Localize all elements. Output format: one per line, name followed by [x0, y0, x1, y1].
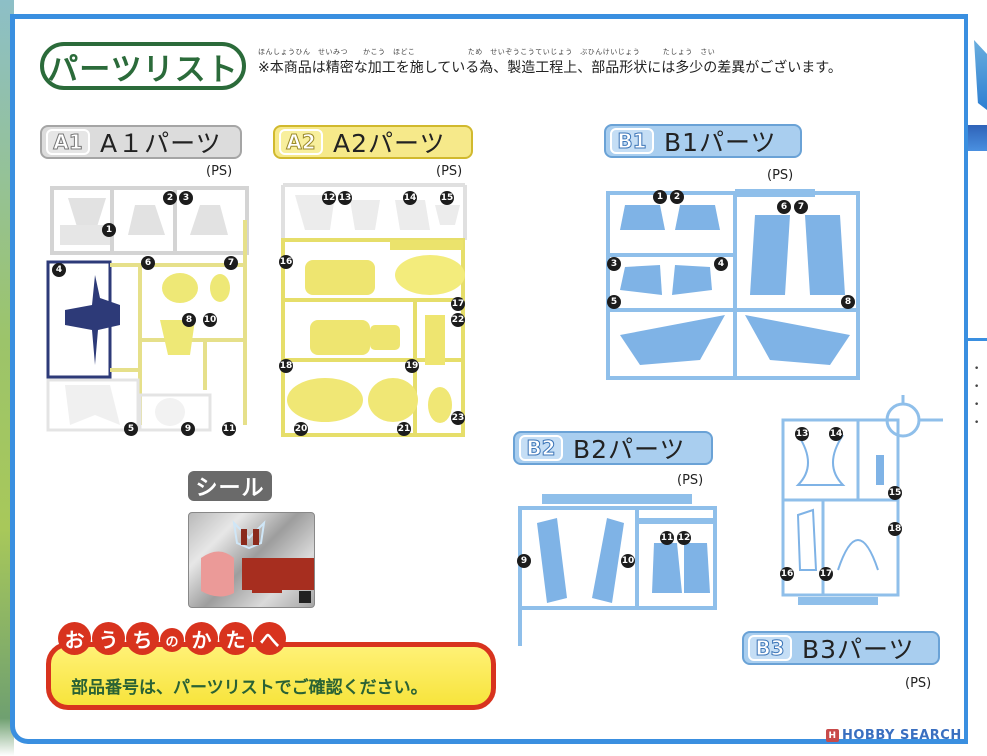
- material-a2: (PS): [436, 164, 463, 179]
- notice-furigana: ほんしょうひん せいみつ かこう ほどこ ため せいぞうこうていじょう ぶひんけ…: [258, 48, 716, 56]
- runner-code-a1: A1: [46, 129, 90, 155]
- decorative-bar: [968, 125, 987, 151]
- part-number-a2-14: 14: [403, 191, 417, 205]
- part-number-a2-15: 15: [440, 191, 454, 205]
- part-number-a2-20: 20: [294, 422, 308, 436]
- part-number-a2-12: 12: [322, 191, 336, 205]
- part-number-a1-6: 6: [141, 256, 155, 270]
- sticker-artwork: [201, 520, 314, 603]
- runner-b3-diagram: [781, 395, 943, 605]
- part-number-a1-9: 9: [181, 422, 195, 436]
- part-number-b1-2: 2: [670, 190, 684, 204]
- runner-code-a2: A2: [279, 129, 323, 155]
- material-b2: (PS): [677, 473, 704, 488]
- divider: [968, 338, 987, 341]
- part-number-a1-8: 8: [182, 313, 196, 327]
- precision-notice: ほんしょうひん せいみつ かこう ほどこ ため せいぞうこうていじょう ぶひんけ…: [258, 47, 908, 77]
- part-number-a1-3: 3: [179, 191, 193, 205]
- part-number-a2-19: 19: [405, 359, 419, 373]
- part-number-a1-5: 5: [124, 422, 138, 436]
- part-number-b3-14: 14: [829, 427, 843, 441]
- heading-char: た: [219, 622, 252, 655]
- runner-label-b3: B3 B3パーツ: [742, 631, 940, 665]
- part-number-a1-11: 11: [222, 422, 236, 436]
- runner-code-b1: B1: [610, 128, 654, 154]
- runner-a1-diagram: [46, 186, 249, 432]
- heading-char: お: [58, 622, 91, 655]
- parents-notice-heading: お う ち の か た へ: [58, 622, 286, 655]
- runner-b1-diagram: [606, 189, 860, 380]
- sticker-sheet-image: [188, 512, 315, 608]
- sticker-label: シール: [188, 471, 272, 501]
- part-number-b3-17: 17: [819, 567, 833, 581]
- runner-name-a2: A2パーツ: [333, 129, 446, 158]
- part-number-b3-16: 16: [780, 567, 794, 581]
- part-number-a1-4: 4: [52, 263, 66, 277]
- part-number-b3-13: 13: [795, 427, 809, 441]
- part-number-a2-17: 17: [451, 297, 465, 311]
- runner-label-b2: B2 B2パーツ: [513, 431, 713, 465]
- heading-char: ち: [126, 622, 159, 655]
- material-a1: (PS): [206, 164, 233, 179]
- part-number-b2-12: 12: [677, 531, 691, 545]
- hobby-search-logo-icon: H: [826, 729, 839, 742]
- decorative-shape: [974, 40, 987, 110]
- right-adjacent-page: ••••: [968, 0, 987, 756]
- heading-char: か: [185, 622, 218, 655]
- runner-label-a2: A2 A2パーツ: [273, 125, 473, 159]
- runner-code-b2: B2: [519, 435, 563, 461]
- runner-name-a1: A１パーツ: [100, 129, 222, 158]
- heading-char: の: [160, 628, 184, 652]
- heading-char: う: [92, 622, 125, 655]
- runner-name-b2: B2パーツ: [573, 435, 686, 464]
- runner-b2-diagram: [518, 494, 717, 646]
- part-number-a2-22: 22: [451, 313, 465, 327]
- part-number-b3-15: 15: [888, 486, 902, 500]
- part-number-a1-1: 1: [102, 223, 116, 237]
- part-number-a2-18: 18: [279, 359, 293, 373]
- runner-name-b3: B3パーツ: [802, 635, 915, 664]
- part-number-b2-10: 10: [621, 554, 635, 568]
- part-number-a2-13: 13: [338, 191, 352, 205]
- part-number-b1-3: 3: [607, 257, 621, 271]
- part-number-b1-7: 7: [794, 200, 808, 214]
- part-number-b2-11: 11: [660, 531, 674, 545]
- part-number-a1-10: 10: [203, 313, 217, 327]
- notice-text: ※本商品は精密な加工を施している為、製造工程上、部品形状には多少の差異がございま…: [258, 60, 842, 76]
- part-number-a1-7: 7: [224, 256, 238, 270]
- part-number-a2-21: 21: [397, 422, 411, 436]
- runner-name-b1: B1パーツ: [664, 128, 777, 157]
- material-b3: (PS): [905, 676, 932, 691]
- part-number-a2-16: 16: [279, 255, 293, 269]
- heading-char: へ: [253, 622, 286, 655]
- part-number-b1-6: 6: [777, 200, 791, 214]
- page-title: パーツリスト: [40, 42, 246, 90]
- runner-label-a1: A1 A１パーツ: [40, 125, 242, 159]
- part-number-b1-8: 8: [841, 295, 855, 309]
- part-number-b1-1: 1: [653, 190, 667, 204]
- part-number-a1-2: 2: [163, 191, 177, 205]
- watermark: H HOBBY SEARCH: [826, 728, 962, 743]
- bullet-marks: ••••: [974, 364, 980, 428]
- material-b1: (PS): [767, 168, 794, 183]
- part-number-a2-23: 23: [451, 411, 465, 425]
- part-number-b2-9: 9: [517, 554, 531, 568]
- runner-a2-diagram: [281, 183, 467, 437]
- parents-notice-message: 部品番号は、パーツリストでご確認ください。: [71, 678, 428, 698]
- watermark-text: HOBBY SEARCH: [842, 728, 962, 743]
- runner-label-b1: B1 B1パーツ: [604, 124, 802, 158]
- part-number-b1-4: 4: [714, 257, 728, 271]
- part-number-b3-18: 18: [888, 522, 902, 536]
- part-number-b1-5: 5: [607, 295, 621, 309]
- runner-code-b3: B3: [748, 635, 792, 661]
